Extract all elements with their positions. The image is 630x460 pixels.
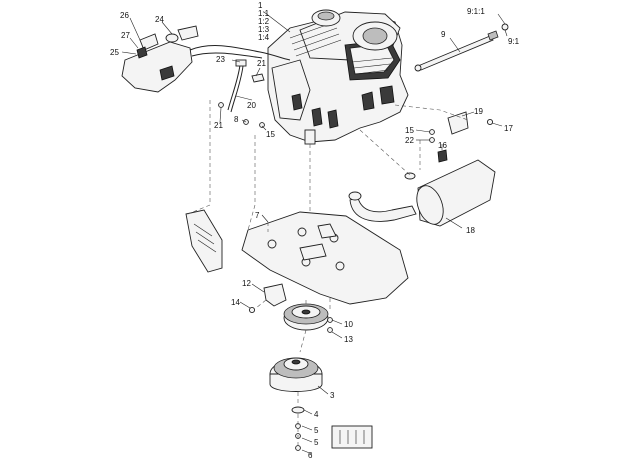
- callout-12: 12: [242, 279, 251, 288]
- fuel-line-assembly: [218, 59, 265, 128]
- drive-shaft: [414, 23, 509, 72]
- callout-15-left: 15: [266, 130, 275, 139]
- callout-labels: 26 24 27 25 1 1:1 1:2 1:3 1:4 9:1:1 9 9:…: [110, 1, 520, 460]
- callout-3: 3: [330, 391, 335, 400]
- assembly-lines: [187, 100, 469, 446]
- callout-23: 23: [216, 55, 225, 64]
- callout-21-bottom: 21: [214, 121, 223, 130]
- callout-25: 25: [110, 48, 119, 57]
- pulley: [283, 303, 333, 333]
- clutch-stop-bracket: [248, 283, 287, 314]
- callout-22: 22: [405, 136, 414, 145]
- callout-18: 18: [466, 226, 475, 235]
- callout-8: 8: [234, 115, 239, 124]
- callout-20: 20: [247, 101, 256, 110]
- callout-21-top: 21: [257, 59, 266, 68]
- callout-17: 17: [504, 124, 513, 133]
- callout-13: 13: [344, 335, 353, 344]
- callout-1-4: 1:4: [258, 33, 270, 42]
- callout-1-1: 1:1: [258, 9, 270, 18]
- callout-1-3: 1:3: [258, 25, 270, 34]
- callout-16: 16: [438, 141, 447, 150]
- control-bracket-assembly: [121, 25, 291, 93]
- callout-14: 14: [231, 298, 240, 307]
- muffler-bracket: [429, 111, 494, 163]
- callout-4: 4: [314, 410, 319, 419]
- callout-7: 7: [255, 211, 260, 220]
- muffler: [348, 159, 496, 227]
- clutch-hardware: [291, 406, 373, 451]
- pto-clutch: [269, 357, 323, 392]
- callout-10: 10: [344, 320, 353, 329]
- engine-assembly: [267, 9, 409, 145]
- engine-deck-plate: [241, 211, 409, 305]
- callout-26: 26: [120, 11, 129, 20]
- callout-24: 24: [155, 15, 164, 24]
- callout-15-right: 15: [405, 126, 414, 135]
- leader-lines: [121, 11, 508, 455]
- callout-27: 27: [121, 31, 130, 40]
- side-bracket: [185, 209, 223, 273]
- callout-1: 1: [258, 1, 263, 10]
- callout-5-lower: 5: [314, 438, 319, 447]
- callout-9-1: 9:1: [508, 37, 520, 46]
- callout-6: 6: [308, 451, 313, 460]
- callout-9-1-1: 9:1:1: [467, 7, 485, 16]
- callout-1-2: 1:2: [258, 17, 270, 26]
- callout-9: 9: [441, 30, 446, 39]
- callout-19: 19: [474, 107, 483, 116]
- callout-5-upper: 5: [314, 426, 319, 435]
